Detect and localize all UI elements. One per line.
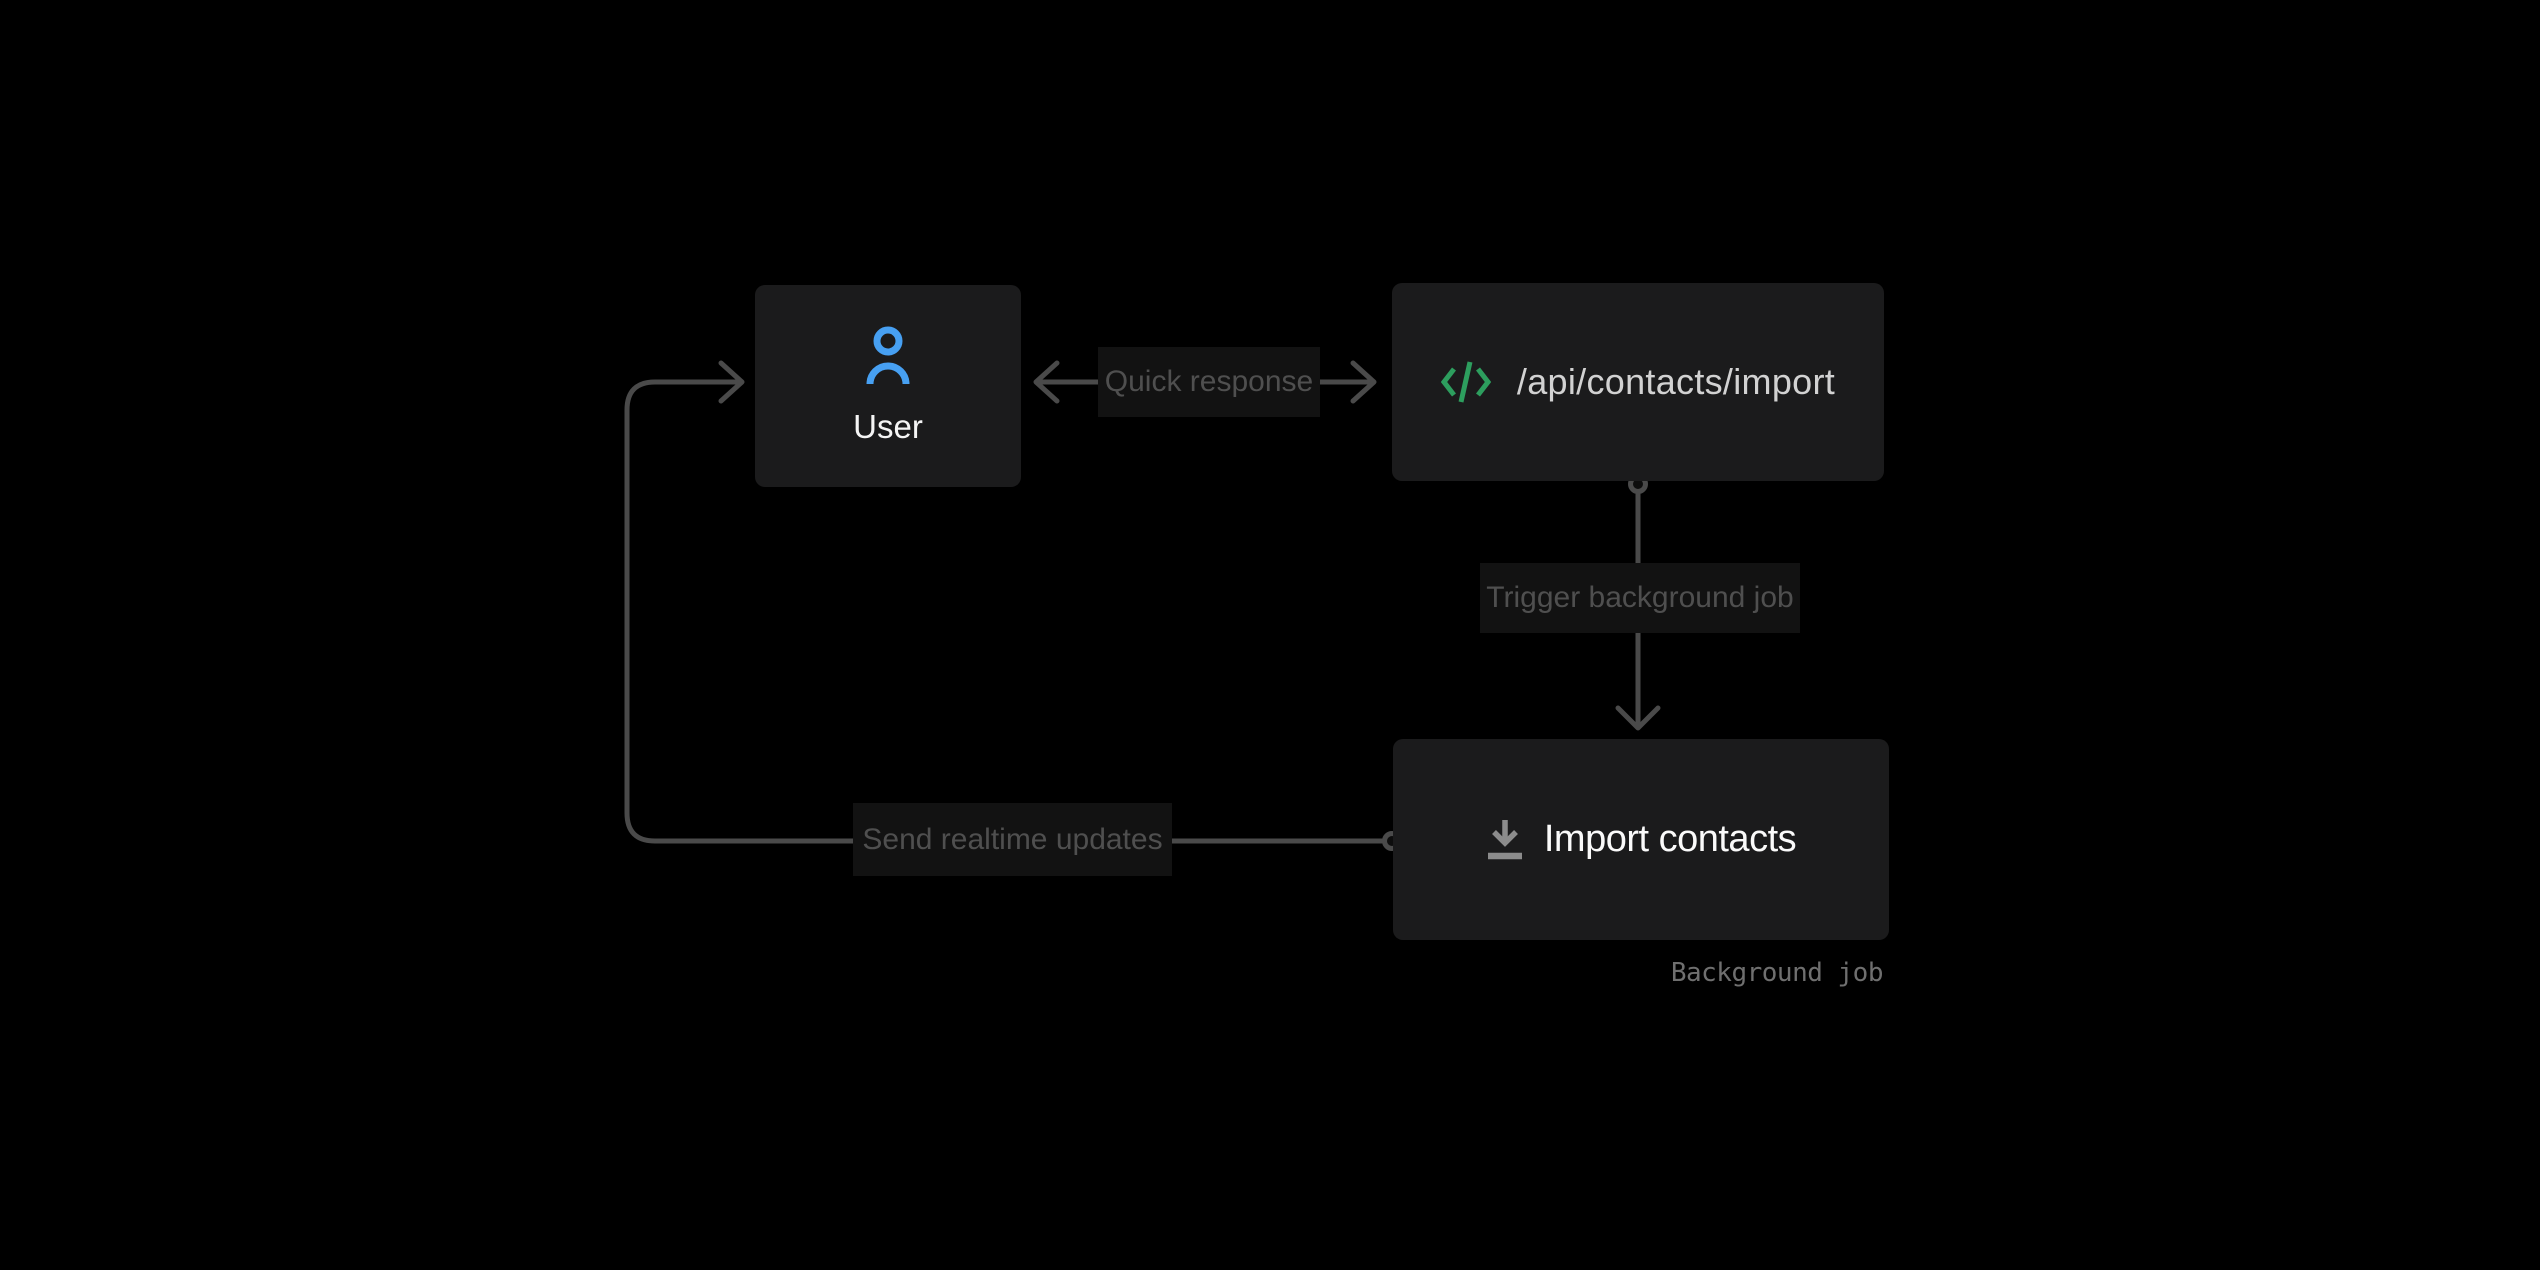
download-icon bbox=[1486, 819, 1524, 860]
arrowhead-left-icon bbox=[1033, 360, 1060, 404]
node-import-contacts-label: Import contacts bbox=[1543, 818, 1797, 860]
edge-label-send-realtime-updates[interactable]: Send realtime updates bbox=[853, 803, 1172, 876]
node-user[interactable]: User bbox=[755, 285, 1021, 487]
node-user-label: User bbox=[853, 408, 923, 445]
arrowhead-right-icon bbox=[718, 360, 745, 404]
code-icon bbox=[1440, 359, 1491, 405]
node-import-contacts[interactable]: Import contacts bbox=[1393, 739, 1889, 940]
node-api-label: /api/contacts/import bbox=[1516, 361, 1836, 402]
edge-label-trigger-background-job[interactable]: Trigger background job bbox=[1480, 563, 1800, 633]
edge-label-quick-response[interactable]: Quick response bbox=[1098, 347, 1320, 417]
arrowhead-right-icon bbox=[1350, 360, 1377, 404]
arrowhead-down-icon bbox=[1615, 705, 1661, 731]
node-api[interactable]: /api/contacts/import bbox=[1392, 283, 1884, 481]
user-icon bbox=[866, 326, 910, 384]
background-job-caption: Background job bbox=[1670, 958, 1884, 988]
edge-realtime-line bbox=[624, 379, 1385, 844]
